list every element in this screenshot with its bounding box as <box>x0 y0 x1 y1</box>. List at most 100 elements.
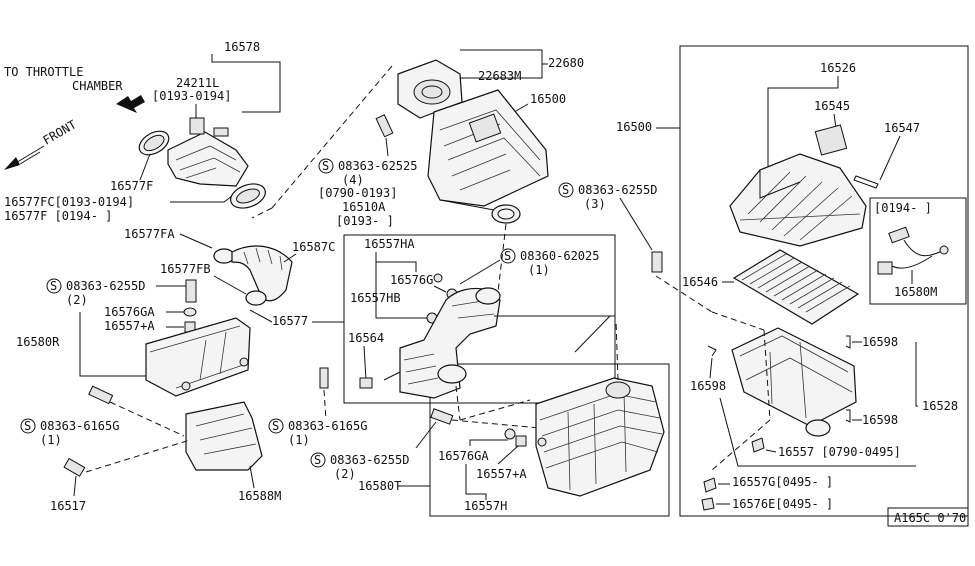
grommet-16557HA <box>433 273 443 283</box>
label-22683M: 22683M <box>478 69 521 83</box>
label-16577FA: 16577FA <box>124 227 175 241</box>
label-16577FC: 16577FC[0193-0194] <box>4 195 134 209</box>
ref-code: A165C 0'70 <box>894 511 966 525</box>
grommet-16576GA-b <box>504 428 516 440</box>
sensor-16580M-plug <box>877 261 893 275</box>
label-6255D-r-qty: (3) <box>584 197 606 211</box>
label-16580T: 16580T <box>358 479 401 493</box>
label-sticker-16545 <box>814 124 848 156</box>
label-16546: 16546 <box>682 275 718 289</box>
bracket-16588M <box>185 401 263 471</box>
label-24211L: 24211L <box>176 76 219 90</box>
grommet-16557-r <box>751 437 765 453</box>
label-16587C: 16587C <box>292 240 335 254</box>
label-16557HB: 16557HB <box>350 291 401 305</box>
screw-mark-6255D-l: S <box>50 279 57 293</box>
front-direction-arrow-icon <box>4 145 45 170</box>
bolt-6255D-l <box>185 279 197 303</box>
label-62025-qty: (1) <box>528 263 550 277</box>
label-16500-r: 16500 <box>616 120 652 134</box>
label-16557HA: 16557HA <box>364 237 415 251</box>
label-62525: 08363-62525 <box>338 159 417 173</box>
screw-mark-6165G-c: S <box>272 419 279 433</box>
throttle-duct <box>167 131 249 187</box>
label-16598-b: 16598 <box>690 379 726 393</box>
resonator-16580R <box>145 317 251 397</box>
label-16526: 16526 <box>820 61 856 75</box>
ref-code-box <box>887 507 969 527</box>
bolt-6255D-r <box>651 251 663 273</box>
label-16580R: 16580R <box>16 335 60 349</box>
screw-symbol-6255D-c <box>310 452 326 468</box>
label-16577: 16577 <box>272 314 308 328</box>
clip-16564 <box>359 377 373 389</box>
screw-mark-6255D-c: S <box>314 453 321 467</box>
label-16557-r: 16557 [0790-0495] <box>778 445 901 459</box>
screw-symbol-6255D-r <box>558 182 574 198</box>
label-6165G-c-qty: (1) <box>288 433 310 447</box>
clip-16598-c <box>845 409 851 423</box>
grommet-16557G <box>703 477 717 493</box>
clamp-16577FA <box>213 248 235 264</box>
label-16500-c: 16500 <box>530 92 566 106</box>
label-16547: 16547 <box>884 121 920 135</box>
label-24211L-range: [0193-0194] <box>152 89 231 103</box>
screw-symbol-6255D-l <box>46 278 62 294</box>
screw-mark-6165G-l: S <box>24 419 31 433</box>
label-16557H: 16557H <box>464 499 507 513</box>
screw-symbol-62025 <box>500 248 516 264</box>
bolt-62525 <box>375 114 394 138</box>
screw-symbol-6165G-c <box>268 418 284 434</box>
screw-mark-62025: S <box>504 249 511 263</box>
sensor-16517 <box>63 457 86 477</box>
air-cleaner-upper-16500 <box>427 89 549 207</box>
label-16528: 16528 <box>922 399 958 413</box>
label-6165G-l-qty: (1) <box>40 433 62 447</box>
center-duct-frame <box>343 234 616 404</box>
grommet-16576E <box>701 497 715 511</box>
throttle-chamber-line2: CHAMBER <box>72 79 123 93</box>
grommet-16576GA <box>183 307 197 317</box>
resonator-frame <box>429 363 670 517</box>
label-16557G: 16557G[0495- ] <box>732 475 833 489</box>
screw-symbol-6165G-l <box>20 418 36 434</box>
label-22680: 22680 <box>548 56 584 70</box>
label-16510A-range2: [0193- ] <box>336 214 394 228</box>
sensor-16580M-body <box>888 226 910 244</box>
label-16576E: 16576E[0495- ] <box>732 497 833 511</box>
label-inset-range: [0194- ] <box>874 201 932 215</box>
label-6255D-c: 08363-6255D <box>330 453 409 467</box>
front-label: FRONT <box>41 117 79 147</box>
clamp-16577FB <box>245 290 267 306</box>
label-16588M: 16588M <box>238 489 281 503</box>
label-16598-a: 16598 <box>862 335 898 349</box>
air-cleaner-lower-16528 <box>731 327 857 427</box>
label-16576G: 16576G <box>390 273 433 287</box>
label-16577FB: 16577FB <box>160 262 211 276</box>
label-6165G-l: 08363-6165G <box>40 419 119 433</box>
bolt-6255D-c <box>430 408 454 425</box>
label-16510A-range1: [0790-0193] <box>318 186 397 200</box>
label-16564: 16564 <box>348 331 384 345</box>
label-16580M: 16580M <box>894 285 937 299</box>
bolt-6165G-l <box>88 385 114 405</box>
label-16510A: 16510A <box>342 200 386 214</box>
label-16545: 16545 <box>814 99 850 113</box>
bolt-6165G-c <box>319 367 329 389</box>
sensor-24211L <box>189 117 205 135</box>
screw-mark-6255D-r: S <box>562 183 569 197</box>
label-16578: 16578 <box>224 40 260 54</box>
label-16577F-a: 16577F <box>110 179 153 193</box>
clip-16547 <box>853 175 879 189</box>
label-16577F-b: 16577F [0194- ] <box>4 209 112 223</box>
inset-box <box>869 197 967 305</box>
label-16576GA-b: 16576GA <box>438 449 489 463</box>
air-cleaner-cover-16526 <box>729 153 867 247</box>
resonator-16580T-port <box>605 381 631 399</box>
label-16517: 16517 <box>50 499 86 513</box>
resonator-16580T <box>535 377 665 497</box>
throttle-chamber-line1: TO THROTTLE <box>4 65 83 79</box>
throttle-direction-arrow-icon <box>116 95 145 113</box>
label-6255D-c-qty: (2) <box>334 467 356 481</box>
